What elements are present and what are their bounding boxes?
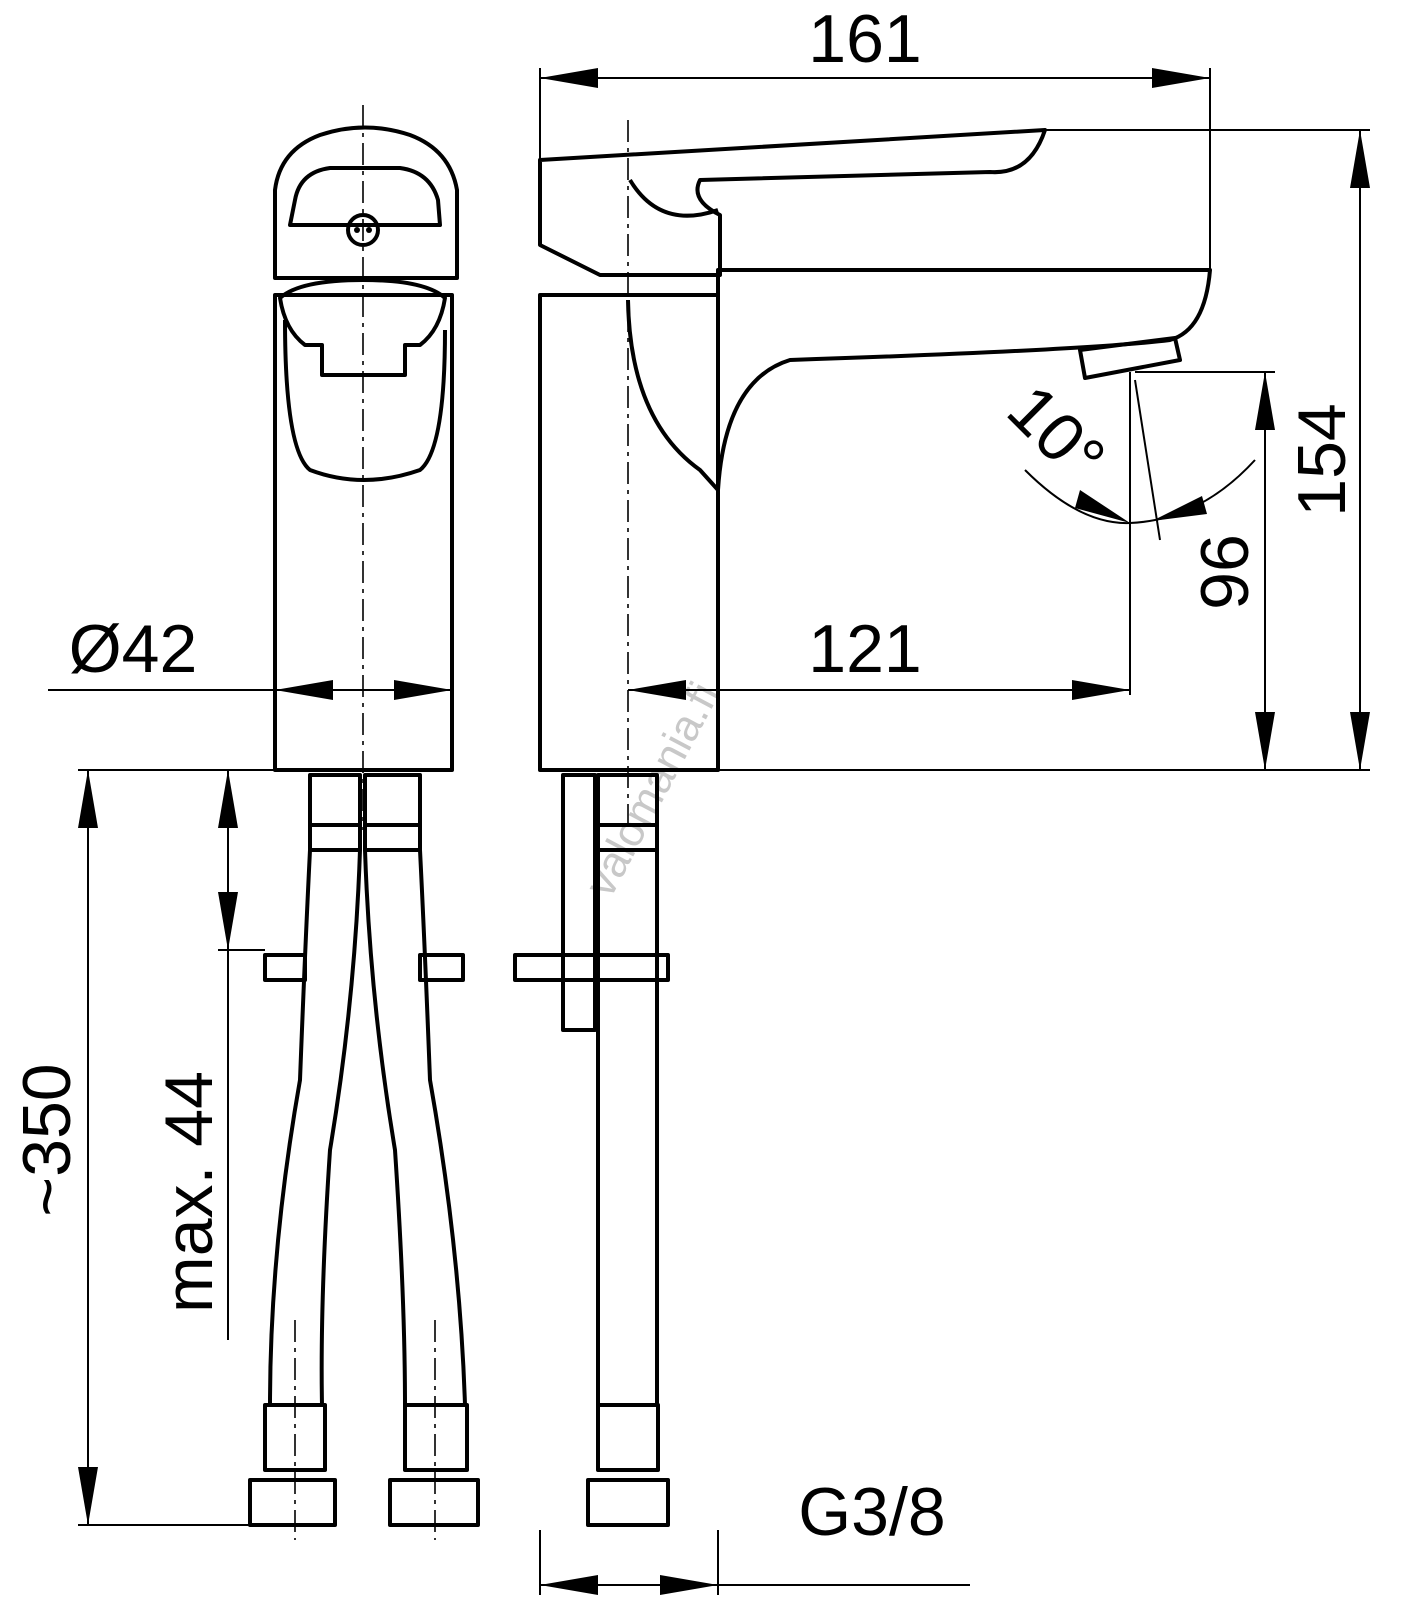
dim-diameter-42: Ø42 (69, 611, 198, 687)
dim-121: 121 (808, 611, 921, 687)
dimension-lines (48, 68, 1370, 1595)
dim-g3-8: G3/8 (798, 1474, 945, 1550)
dim-96: 96 (1187, 534, 1263, 610)
dim-154: 154 (1284, 403, 1360, 516)
dim-350: ~350 (9, 1063, 85, 1216)
dim-max-44: max. 44 (151, 1071, 227, 1313)
side-view (513, 120, 1212, 1527)
dim-10-degree: 10° (993, 371, 1119, 497)
dim-161: 161 (808, 1, 921, 77)
front-view (248, 105, 480, 1540)
dimension-labels: 161 154 96 10° 121 Ø42 ~350 max. 44 G3/8 (9, 1, 1360, 1550)
